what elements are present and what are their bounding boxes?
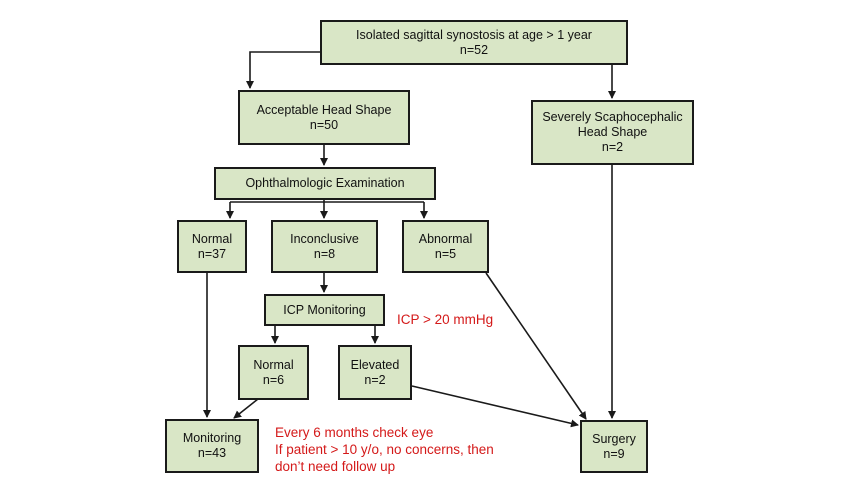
abnormal-label: Abnormal <box>418 231 473 246</box>
severe-scaphocephalic-label-1: Severely Scaphocephalic <box>542 110 683 124</box>
surgery-box: Surgery n=9 <box>580 420 648 473</box>
surgery-label: Surgery <box>592 431 636 446</box>
surgery-count: n=9 <box>603 446 625 461</box>
severe-scaphocephalic-box: Severely Scaphocephalic Head Shape n=2 <box>531 100 694 165</box>
ophthalmologic-exam-box: Ophthalmologic Examination <box>214 167 436 200</box>
normal-icp-count: n=6 <box>262 372 285 387</box>
severe-scaphocephalic-count: n=2 <box>601 140 624 154</box>
followup-line-3: don’t need follow up <box>275 459 396 474</box>
icp-threshold-text: ICP > 20 mmHg <box>397 312 494 327</box>
normal-icp-label: Normal <box>253 357 294 372</box>
monitoring-box: Monitoring n=43 <box>165 419 259 473</box>
abnormal-count: n=5 <box>434 246 457 261</box>
isolated-synostosis-box: Isolated sagittal synostosis at age > 1 … <box>320 20 628 65</box>
icp-monitoring-box: ICP Monitoring <box>264 294 385 326</box>
arrow-abnormal-to-surgery <box>485 272 587 420</box>
normal-eye-label: Normal <box>191 231 233 246</box>
acceptable-head-shape-label: Acceptable Head Shape <box>256 102 392 117</box>
arrow-normal-icp-to-monitoring <box>233 398 259 419</box>
acceptable-head-shape-count: n=50 <box>309 117 339 132</box>
followup-line-2: If patient > 10 y/o, no concerns, then <box>275 442 494 457</box>
elevated-box: Elevated n=2 <box>338 345 412 400</box>
arrow-elevated-to-surgery <box>411 385 579 428</box>
followup-note: Every 6 months check eye If patient > 10… <box>275 424 494 475</box>
abnormal-box: Abnormal n=5 <box>402 220 489 273</box>
inconclusive-box: Inconclusive n=8 <box>271 220 378 273</box>
normal-eye-count: n=37 <box>197 246 227 261</box>
ophthalmologic-exam-label: Ophthalmologic Examination <box>245 176 405 190</box>
inconclusive-count: n=8 <box>313 246 336 261</box>
isolated-synostosis-label: Isolated sagittal synostosis at age > 1 … <box>356 27 592 42</box>
normal-icp-box: Normal n=6 <box>238 345 309 400</box>
inconclusive-label: Inconclusive <box>290 231 359 246</box>
isolated-synostosis-count: n=52 <box>459 42 489 57</box>
elevated-count: n=2 <box>364 372 386 387</box>
icp-threshold-note: ICP > 20 mmHg <box>397 311 493 328</box>
monitoring-count: n=43 <box>197 446 227 460</box>
icp-monitoring-label: ICP Monitoring <box>283 302 366 317</box>
monitoring-label: Monitoring <box>182 431 242 445</box>
acceptable-head-shape-box: Acceptable Head Shape n=50 <box>238 90 410 145</box>
severe-scaphocephalic-label-2: Head Shape <box>577 125 648 139</box>
followup-line-1: Every 6 months check eye <box>275 425 434 440</box>
elevated-label: Elevated <box>350 357 400 372</box>
normal-eye-box: Normal n=37 <box>177 220 247 273</box>
